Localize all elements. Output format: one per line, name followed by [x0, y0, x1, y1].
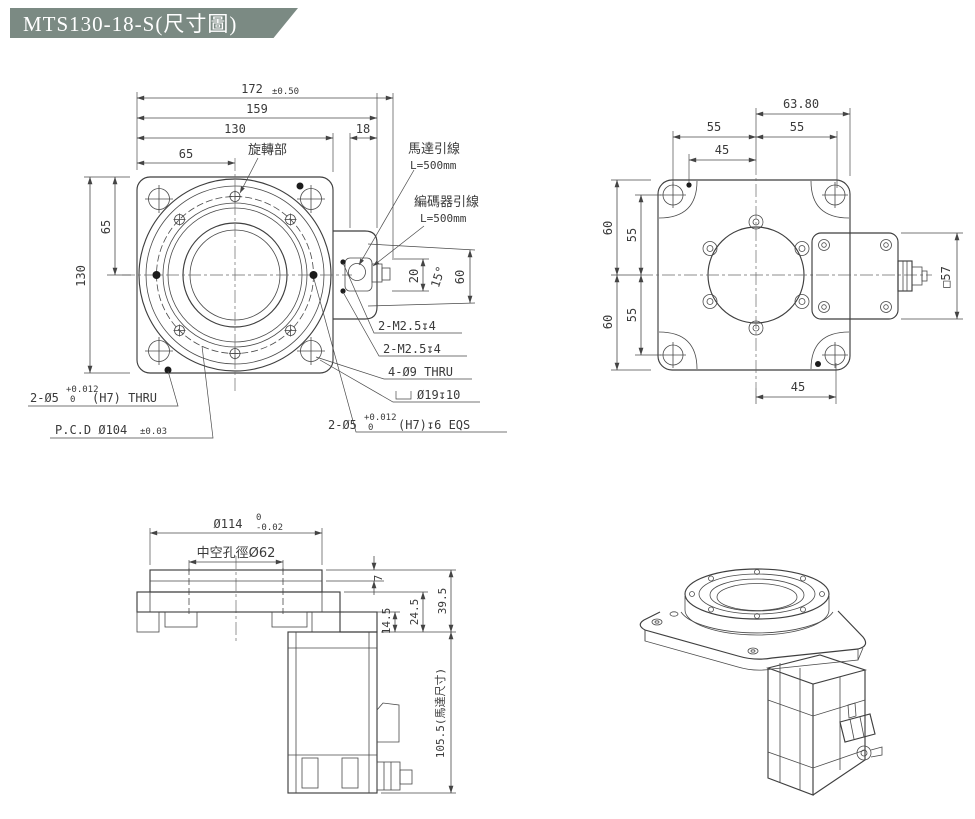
dim-130-top: 130	[224, 122, 246, 136]
callout-pin-thru-suffix: (H7) THRU	[92, 391, 157, 405]
front-view-callouts: 旋轉部 馬達引線 L=500mm 編碼器引線 L=500mm 2-M2.5↧4 …	[28, 141, 507, 439]
callout-pcd-tol: ±0.03	[140, 427, 167, 437]
dim-sq57: □57	[939, 266, 953, 288]
dim-55-left: 55	[707, 120, 721, 134]
side-view-body	[136, 556, 413, 794]
side-view-dimensions: Ø114 0 -0.02 中空孔徑Ø62 7 14.5 24.5 39.5 10…	[149, 513, 456, 794]
datum-dot	[686, 182, 692, 188]
callout-pcd: P.C.D Ø104	[55, 423, 127, 437]
dim-60-upper: 60	[601, 221, 615, 235]
dim-6380: 63.80	[783, 97, 819, 111]
dim-15deg: 15°	[428, 264, 448, 289]
isometric-view	[639, 568, 883, 796]
datum-dot	[815, 361, 821, 367]
label-encoder-lead: 編碼器引線	[414, 194, 479, 210]
dim-145: 14.5	[380, 608, 393, 635]
dim-45-bottom: 45	[791, 380, 805, 394]
callout-pin-eqs: 2-Ø5	[328, 418, 357, 432]
dim-55-upper: 55	[625, 228, 639, 242]
label-rotating-part: 旋轉部	[248, 143, 287, 158]
dim-18: 18	[356, 122, 370, 136]
callout-pin-eqs-tol-lower: 0	[368, 423, 373, 433]
dim-245: 24.5	[408, 599, 421, 626]
callout-pin-eqs-suffix: (H7)↧6 EQS	[398, 418, 470, 432]
datum-dot	[309, 271, 318, 279]
pcd-screws	[173, 190, 297, 360]
front-view-dimensions: 172 ±0.50 159 130 18 65 130 65 20 15° 60	[74, 82, 476, 374]
page-title: MTS130-18-S(尺寸圖)	[23, 12, 238, 36]
bottom-view-body	[640, 162, 932, 388]
datum-dot	[152, 271, 161, 279]
dim-172: 172	[241, 82, 263, 96]
dim-60-lower: 60	[601, 315, 615, 329]
dim-7: 7	[372, 575, 385, 582]
dim-395: 39.5	[436, 588, 449, 615]
dim-65-top: 65	[179, 147, 193, 161]
label-hollow-bore: 中空孔徑Ø62	[197, 546, 276, 561]
dim-159: 159	[246, 102, 268, 116]
datum-dot	[164, 366, 172, 374]
callout-pin-thru: 2-Ø5	[30, 391, 59, 405]
dim-130-left: 130	[74, 265, 88, 287]
title-banner: MTS130-18-S(尺寸圖)	[10, 8, 298, 38]
datum-dot	[340, 259, 346, 265]
label-motor-lead-length: L=500mm	[410, 159, 457, 172]
front-view-body	[122, 158, 391, 392]
counterbore-icon	[395, 391, 412, 400]
callout-thru-holes: 4-Ø9 THRU	[388, 365, 453, 379]
label-motor-lead: 馬達引線	[408, 141, 460, 157]
dim-1055: 105.5(馬達尺寸)	[433, 668, 447, 758]
callout-tap-b: 2-M2.5↧4	[383, 342, 441, 356]
callout-pin-thru-tol-lower: 0	[70, 395, 75, 405]
callout-pin-eqs-tol-upper: +0.012	[364, 413, 397, 423]
dim-55-right: 55	[790, 120, 804, 134]
dim-172-tol: ±0.50	[272, 87, 299, 97]
dim-65-left: 65	[99, 220, 113, 234]
side-view: Ø114 0 -0.02 中空孔徑Ø62 7 14.5 24.5 39.5 10…	[136, 513, 456, 794]
bottom-view-dimensions: 63.80 55 55 45 60 55 60 55 45 □57	[601, 97, 963, 404]
dim-60: 60	[453, 270, 467, 284]
bottom-view-screws	[702, 214, 810, 336]
datum-dot	[296, 182, 304, 190]
bottom-view: 63.80 55 55 45 60 55 60 55 45 □57	[601, 97, 963, 404]
front-view: 172 ±0.50 159 130 18 65 130 65 20 15° 60…	[28, 82, 507, 439]
dim-45-top: 45	[715, 143, 729, 157]
dim-55-lower: 55	[625, 308, 639, 322]
label-encoder-lead-length: L=500mm	[420, 212, 467, 225]
iso-bolt-holes	[689, 569, 825, 619]
callout-pin-thru-tol-upper: +0.012	[66, 385, 99, 395]
dim-d114-tol-lower: -0.02	[256, 523, 283, 533]
callout-tap-a: 2-M2.5↧4	[378, 319, 436, 333]
dim-d114: Ø114	[214, 517, 243, 531]
dim-d114-tol-upper: 0	[256, 513, 261, 523]
callout-counterbore: Ø19↧10	[417, 388, 460, 402]
datum-dot	[340, 288, 346, 294]
dim-20: 20	[407, 269, 421, 283]
